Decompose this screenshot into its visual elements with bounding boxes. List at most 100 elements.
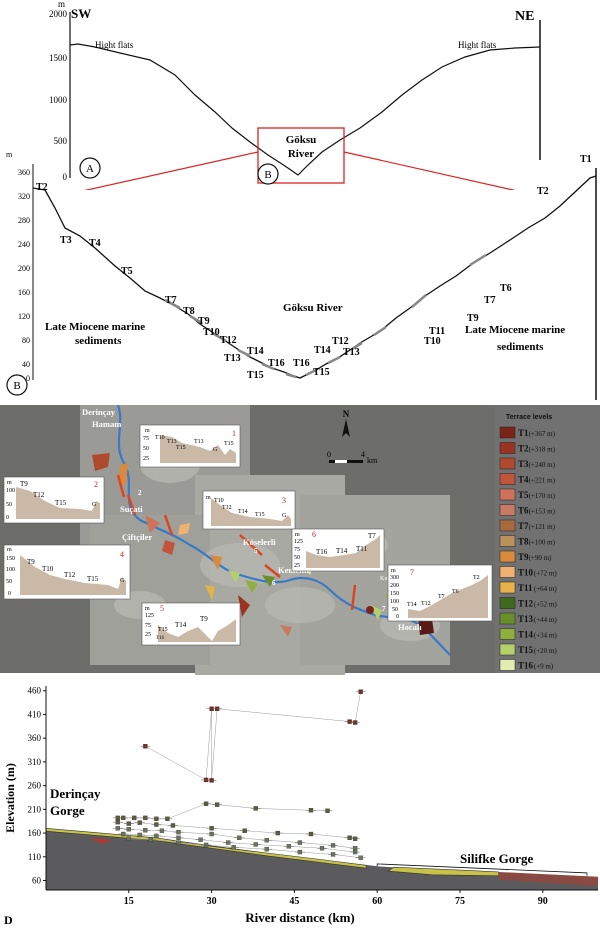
panel-a-y-tick: 0: [63, 172, 68, 182]
inset-terrace-label: T15: [55, 499, 67, 507]
inset-unit: m: [145, 606, 150, 612]
y-tick-label: 410: [28, 709, 42, 719]
legend-item: T4(+221 m): [499, 473, 556, 485]
legend-label: T4: [518, 475, 529, 485]
inset-terrace-label: T10: [42, 565, 54, 573]
terrace-label-right: T1: [580, 154, 592, 165]
inset-unit: m: [295, 532, 300, 538]
legend-swatch: [499, 488, 516, 501]
panel-c-terrace-map: Derinçay Hamam Suçati Çiftçiler Köselerl…: [0, 405, 600, 675]
legend-swatch: [499, 643, 516, 656]
legend-label: T2: [518, 444, 529, 454]
inset-tick: 0: [396, 614, 399, 620]
inset-terrace-label: T11: [356, 545, 368, 553]
inset-tick: 50: [6, 579, 12, 585]
terrace-label-right: T16: [293, 358, 310, 369]
x-axis-label: River distance (km): [245, 910, 355, 925]
terrace-label-right: T14: [314, 345, 331, 356]
legend-item: T2(+318 m): [499, 442, 556, 454]
legend-label: T6: [518, 506, 529, 516]
zoom-highlight-box: [257, 127, 345, 184]
panel-b-y-tick: 160: [18, 288, 30, 297]
legend-swatch: [499, 581, 516, 594]
inset-tick: 125: [145, 613, 154, 619]
legend-note: (+64 m): [534, 585, 557, 593]
inset-terrace-label: T14: [175, 621, 187, 629]
inset-terrace-label: T15: [255, 512, 265, 518]
panel-a-y-tick: 2000: [49, 9, 68, 19]
inset-terrace-label: T10: [214, 498, 224, 504]
inset-unit: m: [7, 547, 12, 553]
inset-terrace-label: G: [92, 502, 97, 508]
circle-marker-b: [257, 163, 279, 185]
legend-label: T10: [518, 568, 534, 578]
legend-note: (+100 m): [529, 539, 556, 547]
terrace-label-left: T12: [220, 335, 237, 346]
terrace-gravel-strips: [164, 253, 487, 379]
legend-item: T8(+100 m): [499, 535, 556, 547]
legend-item: T10(+72 m): [499, 566, 557, 578]
profile-marker-number: 6: [272, 579, 276, 587]
legend-item: T11(+64 m): [499, 581, 557, 594]
y-tick-label: 110: [28, 852, 42, 862]
x-tick-label: 15: [124, 896, 134, 907]
terrace-label-left: T10: [203, 327, 220, 338]
legend-item: T9(+90 m): [499, 550, 552, 563]
scale-label: 4: [361, 450, 365, 459]
legend-swatch: [499, 659, 516, 671]
inset-terrace-label: T9: [20, 480, 28, 488]
terrace-label-right: T6: [500, 283, 512, 294]
place-label: Hamam: [92, 419, 121, 429]
terrace-label-right: T15: [313, 367, 330, 378]
terrace-label-left: T4: [89, 238, 101, 249]
terrace-label-right: T10: [424, 336, 441, 347]
legend-swatch: [499, 504, 516, 516]
place-label: Hocalı: [398, 622, 422, 632]
legend-note: (+9 m): [534, 663, 554, 671]
y-tick-label: 460: [28, 686, 42, 696]
legend-note: (+44 m): [534, 616, 557, 624]
inset-profile-7: m 300 200 150 100 50 0 T14 T12 T7 T6 T2 …: [387, 564, 493, 622]
legend-item: T16(+9 m): [499, 659, 554, 671]
inset-tick: 75: [294, 547, 300, 553]
terrace-label-right: T12: [332, 336, 349, 347]
x-tick-label: 30: [207, 896, 217, 907]
y-tick-label: 160: [28, 828, 42, 838]
terrace-label-left: T16: [268, 358, 285, 369]
inset-tick: 25: [294, 563, 300, 569]
legend-swatch: [499, 597, 516, 609]
inset-number: 2: [94, 480, 98, 489]
right-sediments-line1: Late Miocene marine: [465, 324, 565, 336]
ne-direction-label: NE: [515, 9, 534, 24]
terrace-label-right: T7: [484, 295, 496, 306]
legend-note: (+240 m): [529, 461, 556, 469]
inset-tick: 50: [6, 502, 12, 508]
terrace-label-left: T14: [247, 346, 264, 357]
terrace-label-right: T13: [343, 347, 360, 358]
legend-label: T12: [518, 599, 534, 609]
cross-section-lines: [116, 474, 357, 611]
terrace-series: [123, 836, 366, 860]
x-tick-label: 45: [289, 896, 299, 907]
legend-note: (+367 m): [529, 430, 556, 438]
inset-number: 5: [160, 604, 164, 613]
silifke-gorge-bracket: [376, 863, 588, 876]
legend-note: (+90 m): [529, 554, 552, 562]
panel-b-terrace-profile: m 360 320 280 240 200 160 120 80 40 0 T2…: [6, 150, 597, 400]
silifke-gorge-label: Silifke Gorge: [460, 851, 534, 866]
inset-tick: 50: [143, 446, 149, 452]
goksu-river-label-line2: River: [288, 148, 314, 160]
legend-label: T9: [518, 552, 529, 562]
terrace-series: [112, 820, 361, 841]
inset-terrace-label: T7: [368, 532, 376, 540]
legend-item: T14(+34 m): [499, 628, 557, 640]
inset-terrace-label: T15: [87, 575, 99, 583]
profile-marker-number: 2: [138, 489, 142, 497]
panel-b-circle-marker: [6, 374, 28, 396]
panel-b-y-tick: 200: [18, 264, 30, 273]
terrace-label-left: T15: [247, 370, 264, 381]
inset-terrace-label: T10: [155, 435, 165, 441]
inset-unit: m: [391, 568, 396, 574]
legend-swatch: [499, 566, 516, 578]
scale-label: 0: [327, 450, 331, 459]
